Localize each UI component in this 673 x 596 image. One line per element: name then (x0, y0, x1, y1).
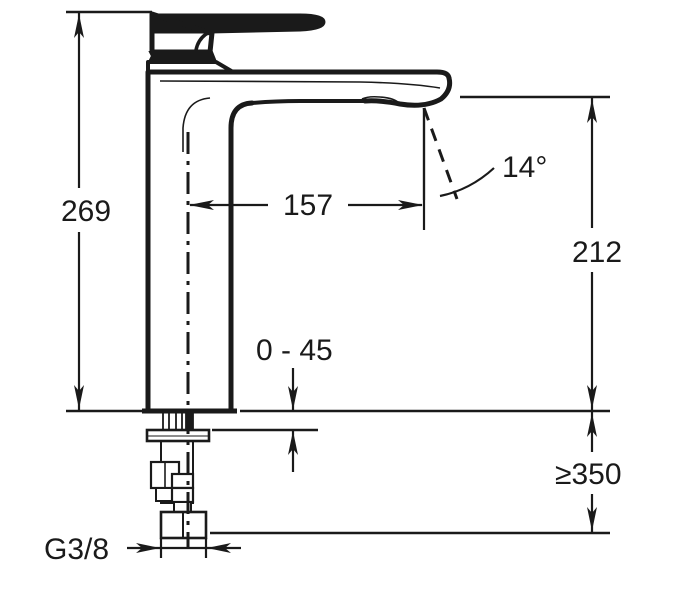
arrow-0-45-up (288, 431, 298, 455)
arrow-0-45-down (288, 386, 298, 410)
dimension-157: 157 (189, 108, 426, 230)
mounting-hardware (145, 410, 211, 540)
aerator-detail-line (361, 95, 401, 105)
dimension-g38: G3/8 (44, 533, 241, 566)
dimension-14-degrees: 14° (422, 107, 547, 200)
arrow-269-down (74, 385, 84, 409)
dimension-label-157: 157 (283, 189, 333, 222)
dimension-label-min-350: ≥350 (555, 458, 622, 491)
lever-handle-icon (148, 11, 326, 63)
dimension-label-212: 212 (572, 236, 622, 269)
spout-top-edge (145, 69, 452, 81)
arrow-212-down (587, 385, 597, 409)
spout-underside (250, 98, 367, 105)
angle-stream-line (422, 107, 459, 200)
lever-handle-inner-curve (194, 22, 269, 51)
dimension-0-45: 0 - 45 (212, 334, 333, 472)
faucet-illustration (142, 11, 453, 548)
hose-stem-upper (170, 472, 195, 490)
dimension-label-269: 269 (61, 195, 111, 228)
dimension-label-14-degrees: 14° (502, 151, 547, 184)
body-right-edge (228, 100, 255, 414)
dimension-label-0-45: 0 - 45 (256, 334, 333, 367)
arrow-g38-right-pointing (136, 543, 160, 553)
arrow-350-up (587, 413, 597, 437)
dimension-212: 212 (240, 95, 622, 413)
arrow-212-up (587, 99, 597, 123)
arrow-269-up (74, 14, 84, 38)
angle-leader-line (439, 167, 495, 198)
aerator-outlet (362, 75, 453, 108)
lever-handle-body (149, 11, 215, 55)
arrow-157-left (189, 200, 214, 210)
dimension-label-g38: G3/8 (44, 533, 109, 566)
arrow-350-down (587, 507, 597, 531)
arrow-157-right (398, 200, 423, 210)
spout-inner-bend (182, 97, 211, 152)
dimension-269: 269 (61, 10, 152, 413)
arrow-g38-left-pointing (207, 543, 231, 553)
spout-inner-line (159, 80, 441, 89)
dimension-min-350: ≥350 (210, 411, 622, 535)
hose-stem-lower (170, 486, 195, 504)
